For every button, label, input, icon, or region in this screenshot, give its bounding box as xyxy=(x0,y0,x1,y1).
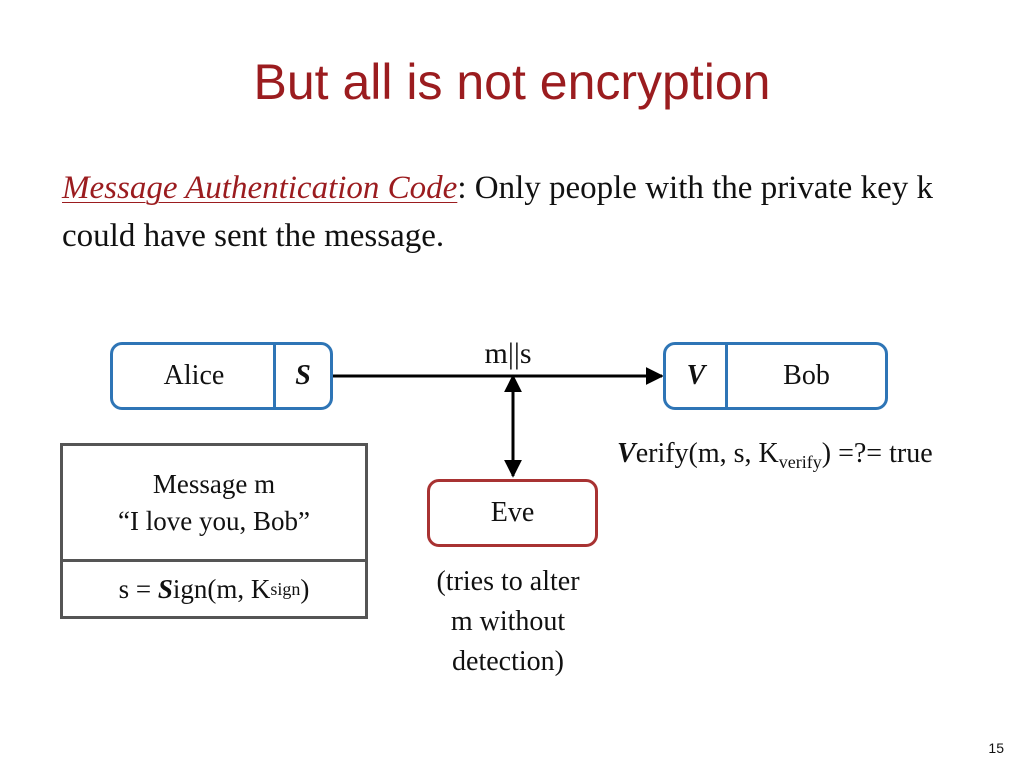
sign-prefix: s = xyxy=(118,573,158,604)
bob-label: Bob xyxy=(783,360,830,391)
verify-formula-close: ) =?= true xyxy=(821,438,933,469)
alice-divider xyxy=(273,345,276,407)
verify-op-label: V xyxy=(686,360,706,391)
page-number: 15 xyxy=(988,740,1004,756)
definition-body: : Only people with the private key k cou… xyxy=(62,170,933,254)
sign-formula-close: ) xyxy=(300,573,310,604)
slide-title: But all is not encryption xyxy=(253,54,771,110)
bob-divider xyxy=(725,345,728,407)
sign-formula-op: S xyxy=(157,573,173,604)
definition-text: Message Authentication Code: Only people… xyxy=(62,164,962,260)
verify-formula-rest: erify(m, s, K xyxy=(635,438,779,469)
sign-formula-rest: ign(m, K xyxy=(172,573,271,604)
definition-term: Message Authentication Code xyxy=(62,170,458,206)
eve-box: Eve xyxy=(427,479,598,547)
eve-note-line-3: detection) xyxy=(452,646,564,677)
message-line-1: Message m xyxy=(152,468,276,499)
message-content: Message m “I love you, Bob” xyxy=(63,446,365,562)
eve-note-line-2: m without xyxy=(450,606,566,637)
sign-op-label: S xyxy=(295,360,311,391)
alice-box: Alice S xyxy=(110,342,333,410)
eve-note: (tries to alter m without detection) xyxy=(400,562,616,682)
alice-label: Alice xyxy=(163,360,225,391)
bob-box: V Bob xyxy=(663,342,888,410)
channel-label: m||s xyxy=(484,337,532,370)
message-line-2: “I love you, Bob” xyxy=(118,505,310,536)
verify-key-subscript: verify xyxy=(778,452,822,472)
eve-note-line-1: (tries to alter xyxy=(436,566,580,597)
verify-formula: Verify(m, s, Kverify) =?= true xyxy=(617,438,933,472)
verify-formula-op: V xyxy=(617,438,636,469)
